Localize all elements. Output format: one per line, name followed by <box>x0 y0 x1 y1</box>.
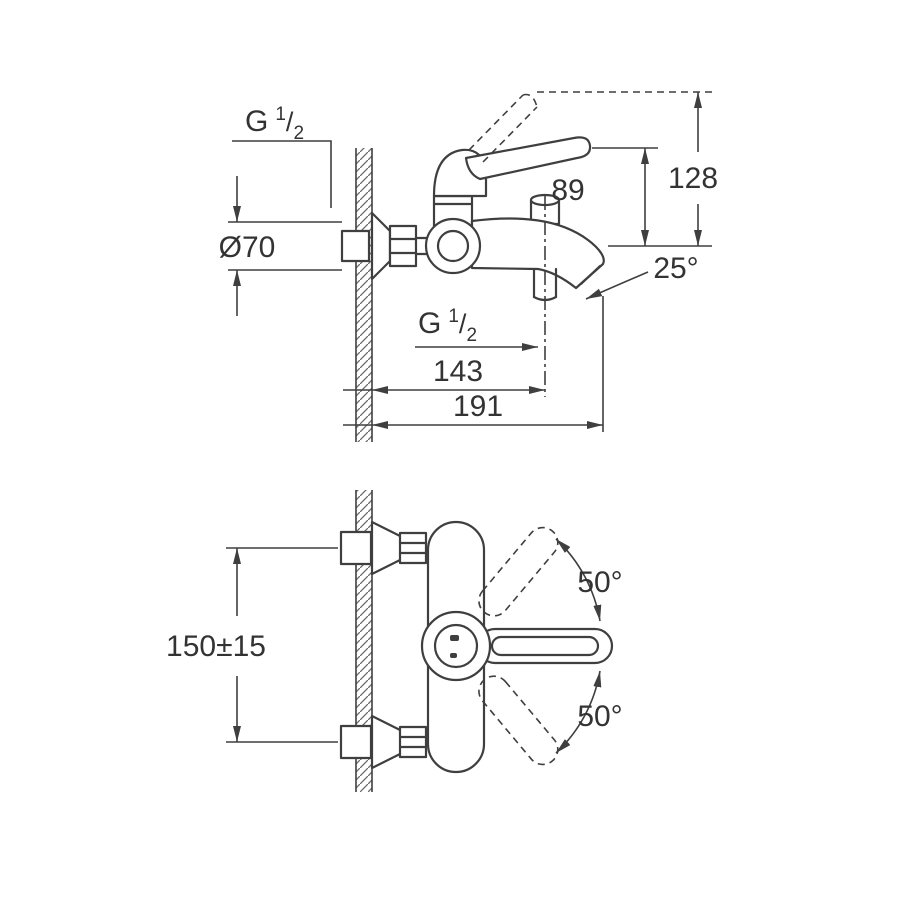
dim-191: 191 <box>343 296 604 432</box>
height-128-label: 128 <box>668 162 718 195</box>
bottom-mounting-union <box>339 714 428 770</box>
lever-swing-up-dashed <box>478 526 559 617</box>
swing-arc-up <box>555 538 602 622</box>
dim-escutcheon-diameter: Ø70 <box>219 176 342 316</box>
hot-cold-mark <box>450 635 459 641</box>
dim-191-label: 191 <box>453 390 503 423</box>
lever-handle-raised-dashed <box>468 93 538 163</box>
top-mounting-union <box>339 520 428 576</box>
dim-swing-up: 50° <box>555 538 623 622</box>
dim-150: 150±15 <box>166 547 338 743</box>
dim-25deg: 25° <box>585 252 699 300</box>
mounting-nut <box>388 224 418 268</box>
spout <box>470 217 605 290</box>
dim-143-label: 143 <box>433 355 483 388</box>
front-view: 50° 50° 150±15 <box>166 490 623 792</box>
spout-angle-label: 25° <box>653 252 698 285</box>
inlet-union <box>340 229 371 263</box>
swing-up-label: 50° <box>577 566 622 599</box>
dial <box>420 610 492 682</box>
faucet-side <box>340 93 605 397</box>
lever-swing-down-dashed <box>478 675 559 766</box>
temp-mark <box>450 653 457 658</box>
escutcheon-diameter-label: Ø70 <box>219 231 276 264</box>
swing-down-label: 50° <box>577 700 622 733</box>
wall-side <box>355 148 373 442</box>
escutcheon <box>370 211 392 281</box>
dim-128: 128 <box>537 91 718 246</box>
height-89-label: 89 <box>551 174 584 207</box>
lever-front <box>476 627 614 665</box>
mounting-distance-label: 150±15 <box>166 630 266 663</box>
dim-143: 143 <box>343 355 545 394</box>
body-circle <box>424 217 482 275</box>
dim-swing-down: 50° <box>555 670 623 754</box>
dim-89: 89 <box>551 147 712 247</box>
lever-handle <box>464 136 592 181</box>
swing-arc-down <box>555 670 602 754</box>
